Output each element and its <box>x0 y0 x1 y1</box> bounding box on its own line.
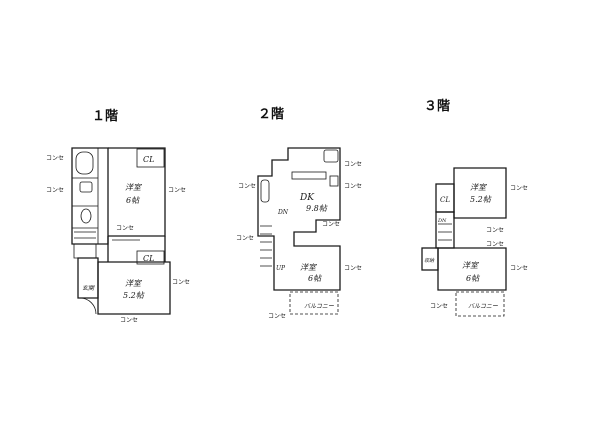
outlet-note: コンセ <box>344 265 362 272</box>
outlet-note: コンセ <box>46 187 64 194</box>
outlet-note: コンセ <box>510 185 528 192</box>
bath-2f <box>260 179 270 203</box>
floor-1-label: １階 <box>92 108 118 123</box>
closet-3f-label: CL <box>440 196 450 204</box>
outlet-note: コンセ <box>322 221 340 228</box>
room-2f-size: 6帖 <box>308 274 322 283</box>
bathtub <box>75 151 94 175</box>
closet-1f-upper <box>136 148 165 168</box>
stairs-2f <box>260 225 272 267</box>
outlet-note: コンセ <box>46 155 64 162</box>
toilet <box>80 208 92 224</box>
outlet-note: コンセ <box>344 161 362 168</box>
outlet-note: コンセ <box>486 227 504 234</box>
outlet-note: コンセ <box>430 303 448 310</box>
balcony-3f-label: バルコニー <box>468 303 499 310</box>
room-1f-upper-size: 6帖 <box>126 196 140 205</box>
outlet-note: コンセ <box>168 187 186 194</box>
room-3f-lower-name: 洋室 <box>462 261 479 270</box>
stairs-1f <box>73 231 97 259</box>
fridge <box>329 175 339 187</box>
wash-basin <box>79 181 93 193</box>
room-2f-name: 洋室 <box>300 263 317 272</box>
outlet-note: コンセ <box>344 183 362 190</box>
room-3f-upper-size: 5.2帖 <box>470 195 492 204</box>
outlet-note: コンセ <box>116 225 134 232</box>
dk-size: 9.8帖 <box>306 204 328 213</box>
dk-name: DK <box>299 193 315 203</box>
outlet-note: コンセ <box>238 183 256 190</box>
entrance-label: 玄関 <box>82 284 95 292</box>
outlet-note: コンセ <box>268 313 286 320</box>
stairs-3f-dn: DN <box>437 218 447 224</box>
room-1f-lower-size: 5.2帖 <box>123 291 145 300</box>
room-3f-lower-size: 6帖 <box>466 274 480 283</box>
outlet-note: コンセ <box>510 265 528 272</box>
floor-3-plan: ３階 洋室 5.2帖 CL DN 収納 洋室 6帖 バルコニー コンセ コンセ … <box>421 98 528 317</box>
room-3f-upper-name: 洋室 <box>470 183 487 192</box>
balcony-3f <box>455 291 505 317</box>
floor-2-label: ２階 <box>258 106 284 121</box>
room-1f-upper-name: 洋室 <box>125 183 142 192</box>
outlet-note: コンセ <box>236 235 254 242</box>
closet-1f-upper-label: CL <box>143 155 154 164</box>
stairs-dn-label: DN <box>277 209 289 216</box>
outlet-note: コンセ <box>486 241 504 248</box>
stairs-up-label: UP <box>276 265 286 272</box>
floor-3-label: ３階 <box>424 98 450 113</box>
outlet-note: コンセ <box>172 279 190 286</box>
storage-3f-label: 収納 <box>424 257 435 264</box>
floor-1-plan: １階 CL 洋室 6帖 CL 洋室 5.2帖 玄関 コンセ コンセ <box>46 108 190 324</box>
outlet-note: コンセ <box>120 317 138 324</box>
stairs-3f <box>438 223 452 241</box>
balcony-2f-label: バルコニー <box>304 303 335 310</box>
room-1f-lower-name: 洋室 <box>125 279 142 288</box>
closet-1f-lower <box>136 250 165 265</box>
floor-2-plan: ２階 DK 9.8帖 DN UP 洋室 6帖 バルコニー コンセ コンセ コンセ… <box>236 106 362 320</box>
closet-1f-lower-label: CL <box>143 254 154 263</box>
sink <box>323 149 339 163</box>
kitchen-counter <box>291 171 327 180</box>
